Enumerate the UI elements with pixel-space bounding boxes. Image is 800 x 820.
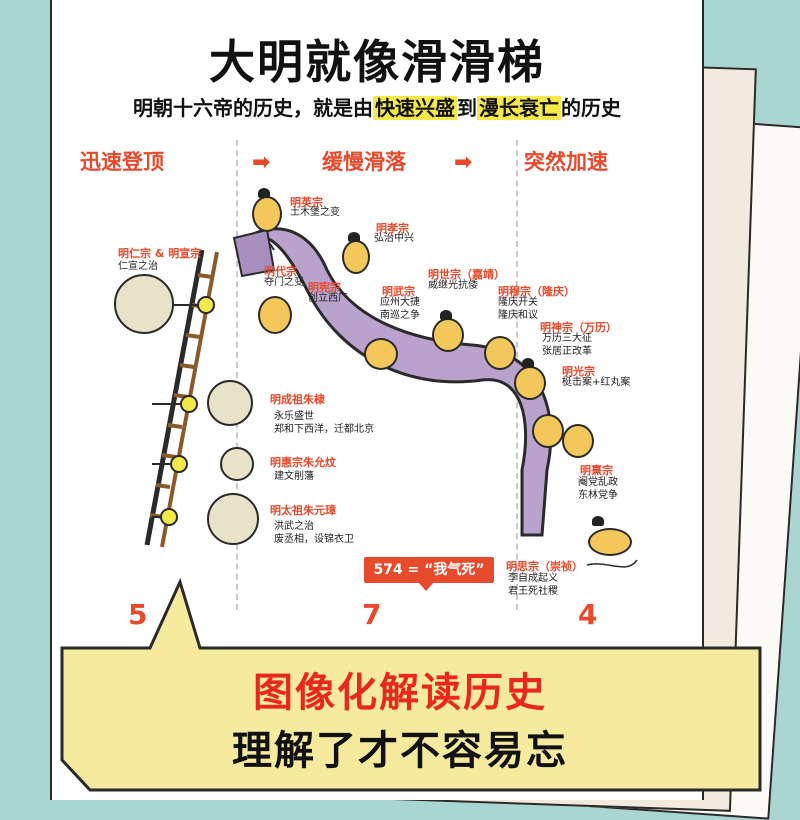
emperor-portrait-huizong: [220, 447, 254, 481]
cartoon-emperor-sizong: [588, 528, 632, 556]
ladder-connector: [152, 516, 160, 518]
emperor-event: 仁宣之治: [118, 261, 158, 272]
emperor-event: 张居正改革: [542, 346, 592, 357]
ladder-marker: [180, 395, 198, 413]
cartoon-emperor-guangzong: [532, 414, 564, 448]
emperor-event: 永乐盛世: [274, 411, 314, 422]
emperor-event: 李自成起义: [508, 573, 558, 584]
emperor-name: 明孝宗: [376, 222, 409, 235]
phase-count-slow-decline: 7: [362, 598, 382, 631]
emperor-event: 废丞相，设锦衣卫: [274, 534, 354, 545]
emperor-name: 明惠宗朱允炆: [270, 456, 336, 469]
emperor-name: 明代宗: [264, 265, 297, 278]
emperor-event: 夺门之变: [264, 277, 304, 288]
emperor-name: 明太祖朱元璋: [270, 504, 336, 517]
topknot-icon: [440, 310, 452, 320]
emperor-name: 明宪宗: [308, 281, 341, 294]
ladder-marker: [197, 296, 215, 314]
emperor-name: 明熹宗: [580, 464, 613, 477]
emperor-event: 创立西厂: [308, 293, 348, 304]
phase-arrow-icon: ➡: [454, 150, 473, 175]
emperor-event: 威继光抗倭: [428, 280, 478, 291]
phase-label-rise: 迅速登顶: [80, 150, 164, 174]
cartoon-emperor-daizong: [258, 296, 292, 334]
cartoon-emperor-yingzong: [252, 196, 282, 232]
emperor-name: 明武宗: [382, 285, 415, 298]
page-title: 大明就像滑滑梯: [209, 35, 545, 89]
emperor-name: 明世宗（嘉靖）: [428, 268, 505, 281]
topknot-icon: [258, 188, 270, 198]
ladder-connector: [170, 304, 197, 306]
ladder-connector: [152, 463, 170, 465]
emperor-name: 明穆宗（隆庆）: [498, 285, 575, 298]
phase-label-slow-decline: 缓慢滑落: [322, 150, 406, 174]
emperor-portrait-taizu: [207, 493, 259, 545]
emperor-event: 郑和下西洋，迁都北京: [274, 424, 374, 435]
footer-subheadline: 理解了才不容易忘: [232, 728, 568, 774]
emperor-name: 明光宗: [562, 365, 595, 378]
emperor-name: 明思宗（崇祯）: [506, 560, 583, 573]
emperor-event: 东林党争: [578, 490, 618, 501]
phase-count-rise: 5: [128, 598, 148, 631]
emperor-event: 阉党乱政: [578, 477, 618, 488]
cartoon-emperor-muzong: [484, 336, 516, 370]
phase-count-sudden-fall: 4: [578, 598, 598, 631]
emperor-event: 应州大捷: [380, 297, 420, 308]
speech-bubble: [60, 577, 762, 792]
emperor-event: 弘治中兴: [374, 233, 414, 244]
page-subtitle: 明朝十六帝的历史，就是由快速兴盛到漫长衰亡的历史: [133, 96, 621, 120]
emperor-event: 建文削藩: [274, 471, 314, 482]
emperor-event: 万历三大征: [542, 333, 592, 344]
phase-arrow-icon: ➡: [252, 150, 271, 175]
topknot-icon: [348, 232, 360, 242]
ladder-connector: [152, 403, 180, 405]
emperor-event: 土木堡之变: [290, 207, 340, 218]
phase-divider: [236, 140, 238, 610]
emperor-name: 明神宗（万历）: [540, 321, 617, 334]
emperor-portrait-renzong-xuanzong: [114, 274, 174, 334]
emperor-portrait-chengzu: [207, 380, 253, 426]
badge-574: 574 = “我气死”: [364, 557, 494, 583]
emperor-event: 隆庆和议: [498, 310, 538, 321]
emperor-event: 南巡之争: [380, 310, 420, 321]
phase-label-sudden-fall: 突然加速: [524, 150, 608, 174]
emperor-name: 明仁宗 & 明宣宗: [118, 247, 202, 260]
footer-headline: 图像化解读历史: [253, 670, 547, 716]
ladder-marker: [160, 508, 178, 526]
emperor-name: 明英宗: [290, 196, 323, 209]
emperor-event: 隆庆开关: [498, 297, 538, 308]
emperor-event: 君王死社稷: [508, 586, 558, 597]
emperor-event: 梃击案+红丸案: [562, 377, 631, 388]
cartoon-emperor-wuzong: [364, 338, 398, 370]
topknot-icon: [592, 516, 604, 526]
ladder-marker: [170, 455, 188, 473]
badge-tail: [418, 582, 434, 591]
topknot-icon: [522, 358, 534, 368]
cartoon-emperor-xizong: [562, 424, 594, 458]
emperor-name: 明成祖朱棣: [270, 393, 325, 406]
emperor-event: 洪武之治: [274, 521, 314, 532]
